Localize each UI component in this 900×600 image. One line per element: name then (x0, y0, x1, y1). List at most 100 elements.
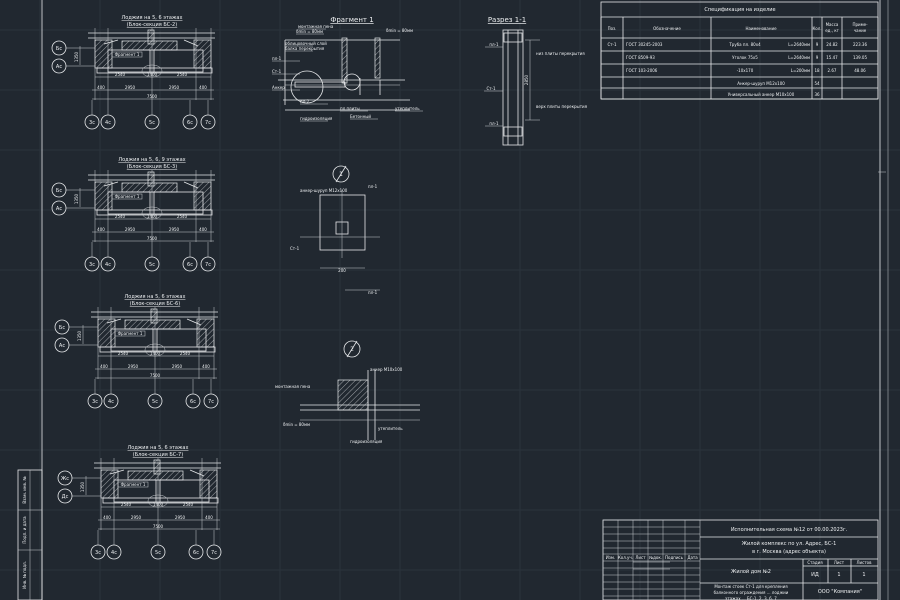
node-dimension: 200 (338, 268, 346, 273)
spec-doc: ГОСТ 8509-93 (626, 55, 655, 60)
insulation (337, 379, 369, 411)
fragment-label: гидроизоляция (300, 116, 333, 121)
rect (102, 497, 219, 504)
fragment-label: монтажная пена (298, 24, 334, 29)
spec-header: Обозначение (653, 26, 681, 31)
axis-bubble (182, 114, 198, 130)
dimension-text: 2950 (128, 364, 139, 369)
dimension-total: 7500 (147, 94, 158, 99)
axis-bubble (51, 182, 67, 198)
plan-subtitle: (Блок-секция БС-3) (127, 164, 177, 170)
section-label: Ст-1 (486, 86, 496, 91)
axis-label: 6с (190, 399, 196, 405)
titleblock-col-header: Лист (635, 555, 646, 560)
line (103, 181, 119, 187)
fragment-label: Бетонный (350, 114, 371, 119)
loggia-plan: Лоджия на 5, 6 этажах(Блок-секция БС-2)Ф… (51, 15, 216, 130)
dimension-text: 2950 (169, 227, 180, 232)
axis-label: Ас (56, 64, 62, 70)
dimension-text: 2540 (121, 502, 132, 507)
spec-length: L=2640мм (788, 55, 810, 60)
axis-bubble (203, 393, 219, 409)
axis-bubble (150, 544, 166, 560)
axis-label: 7с (211, 550, 217, 556)
rect (111, 193, 143, 200)
dimension-text: 1400 (147, 214, 158, 219)
titleblock-object: Жилой комплекс по ул. Адрес, БС-1 (742, 540, 837, 547)
spec-doc: ГОСТ 103-2006 (626, 68, 658, 73)
section-title: Разрез 1-1 (488, 16, 526, 24)
axis-bubble (100, 114, 116, 130)
dimension-text: 2540 (177, 214, 188, 219)
plan-subtitle: (Блок-секция БС-2) (127, 22, 177, 28)
spec-note: 223.36 (853, 42, 867, 47)
fragment-label: Ст-1 (272, 69, 282, 74)
plan-title: Лоджия на 5, 6, 9 этажах (118, 157, 185, 163)
loggia-plan: Лоджия на 5, 6 этажах(Блок-секция БС-6)Ф… (54, 294, 219, 409)
spec-header: Поз. (608, 26, 617, 31)
axis-bubble (147, 393, 163, 409)
fragment-label: δmin = 80мм (296, 29, 323, 34)
fragment-label: пл-1 (272, 56, 282, 61)
dimension-text: 2950 (125, 227, 136, 232)
rect (96, 67, 213, 74)
line (335, 165, 347, 183)
rect (294, 81, 346, 88)
axis-label: Ас (56, 206, 62, 212)
titleblock-col-header: Дата (687, 555, 698, 560)
dimension-height: 1350 (77, 330, 82, 341)
dimension-text: 2540 (180, 351, 191, 356)
axis-label: Жс (61, 476, 69, 482)
axis-bubble (57, 488, 73, 504)
wall-right (199, 469, 218, 499)
dimension-text: 400 (103, 515, 111, 520)
titleblock-stage-header: Стадия (807, 560, 823, 565)
node-bubble (332, 165, 350, 183)
titleblock-stage: ИД (811, 572, 819, 578)
fragment-label: пл-2 (300, 99, 310, 104)
axis-label: Бс (59, 325, 65, 331)
fragment-label: балка перекрытия (285, 46, 325, 51)
plan-title: Лоджия на 5, 6 этажах (128, 445, 189, 451)
axis-label: 5с (149, 120, 155, 126)
axis-bubble (100, 256, 116, 272)
fragment-title: Фрагмент 1 (330, 16, 373, 24)
axis-bubble (103, 393, 119, 409)
section-label: верх плиты перекрытия (536, 104, 588, 109)
spec-header: Приме-чание (852, 22, 868, 33)
line (106, 318, 122, 324)
axis-bubble (84, 256, 100, 272)
node-label: анкер М10х100 (370, 367, 403, 372)
axis-label: 5с (152, 399, 158, 405)
axis-label: 7с (208, 399, 214, 405)
node-label: пл-1 (368, 290, 378, 295)
axis-bubble (54, 319, 70, 335)
spec-header: Наименование (745, 26, 777, 31)
column (147, 29, 155, 45)
axis-label: 3с (92, 399, 98, 405)
loggia-plan: Лоджия на 5, 6 этажах(Блок-секция БС-7)Ф… (57, 445, 222, 560)
spec-name: Анкер-шуруп М12х100 (737, 81, 785, 86)
wall-left (97, 318, 116, 348)
wall-left (94, 181, 113, 211)
fragment-label: δmin = 80мм (386, 28, 413, 33)
detail-circle (290, 70, 324, 104)
titleblock-sheets-header: Листов (857, 560, 873, 565)
titleblock-title: Исполнительная схема №12 от 00.00.2023г. (731, 527, 848, 533)
insulation (341, 37, 348, 84)
section-label: низ плиты перекрытия (536, 51, 585, 56)
stamp-label: Подп. и дата (22, 516, 27, 544)
dimension-text: 400 (202, 364, 210, 369)
axis-label: 6с (187, 120, 193, 126)
dimension-text: 2540 (118, 351, 129, 356)
dimension-text: 400 (97, 85, 105, 90)
spec-length: L=2640мм (788, 42, 810, 47)
axis-label: 6с (193, 550, 199, 556)
axis-label: 4с (108, 399, 114, 405)
titleblock-description: Монтаж стоек Ст-1 для крепления (714, 584, 788, 589)
loggia-plan: Лоджия на 5, 6, 9 этажах(Блок-секция БС-… (51, 157, 216, 272)
